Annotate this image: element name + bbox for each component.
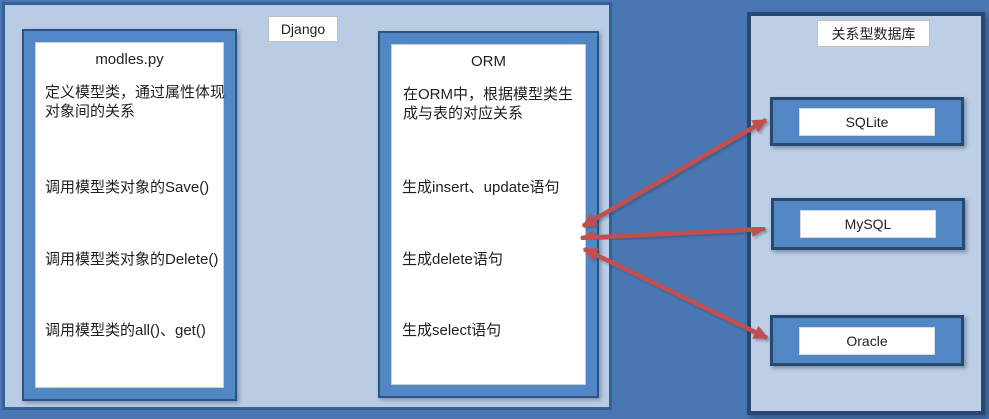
django-label-text: Django [280,21,326,37]
database-panel-title-text: 关系型数据库 [831,25,916,42]
orm-box-surface [391,44,586,385]
db-mysql: MySQL [771,198,965,250]
db-oracle-label: Oracle [799,326,935,355]
orm-box: ORM 在ORM中，根据模型类生成与表的对应关系 生成insert、update… [378,31,599,398]
modles-description: 定义模型类，通过属性体现对象间的关系 [45,84,226,120]
django-label: Django [268,16,338,42]
modles-delete-row: 调用模型类对象的Delete() [45,251,219,268]
modles-allget-row: 调用模型类的all()、get() [45,322,206,339]
orm-insert-update-row: 生成insert、update语句 [402,179,560,196]
django-container: Django modles.py 定义模型类，通过属性体现对象间的关系 调用模型… [2,2,612,410]
orm-description: 在ORM中，根据模型类生成与表的对应关系 [403,86,573,122]
db-sqlite: SQLite [770,97,964,146]
orm-delete-row: 生成delete语句 [402,251,503,268]
db-oracle: Oracle [770,315,964,366]
modles-box: modles.py 定义模型类，通过属性体现对象间的关系 调用模型类对象的Sav… [22,29,237,401]
modles-save-row: 调用模型类对象的Save() [45,179,210,196]
db-sqlite-label: SQLite [799,107,935,136]
modles-title: modles.py [95,51,164,68]
orm-title: ORM [471,53,506,70]
orm-select-row: 生成select语句 [402,322,502,339]
database-panel: 关系型数据库 SQLite MySQL Oracle [747,12,985,415]
modles-box-surface [35,42,224,388]
db-mysql-label: MySQL [800,210,936,238]
database-panel-title: 关系型数据库 [817,20,930,47]
